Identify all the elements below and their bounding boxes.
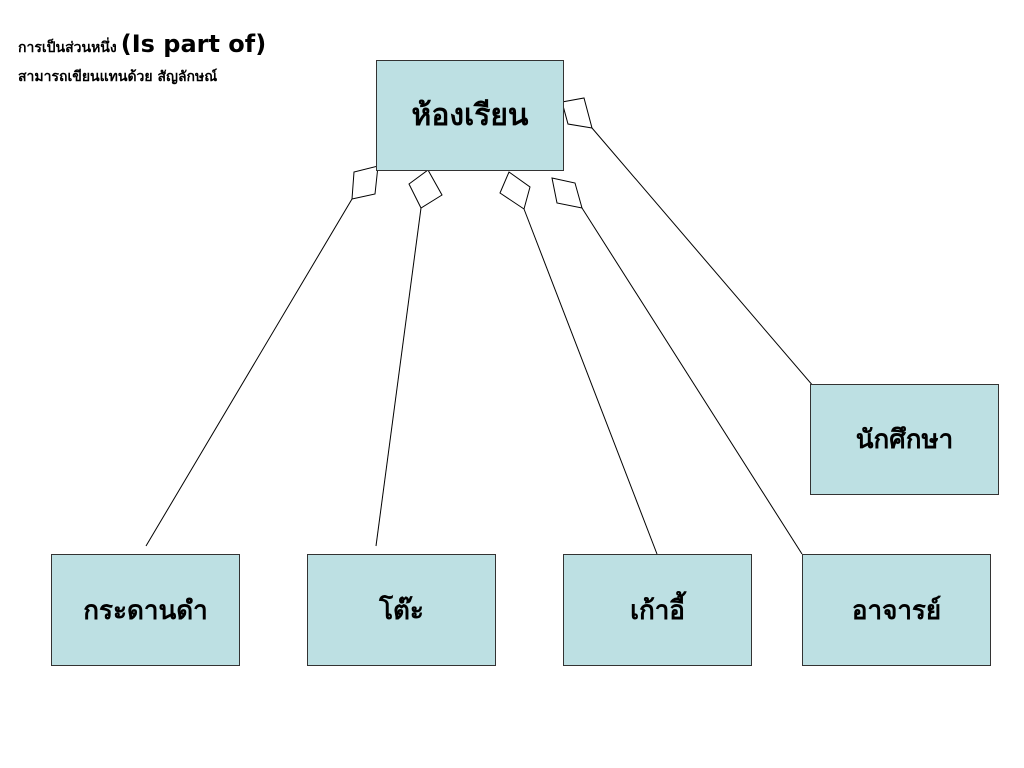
part-desk-box: โต๊ะ bbox=[307, 554, 496, 666]
part-blackboard-box: กระดานดำ bbox=[51, 554, 240, 666]
connector-line-board bbox=[145, 198, 353, 547]
connector-chair bbox=[499, 171, 658, 555]
heading-subtitle: สามารถเขียนแทนด้วย สัญลักษณ์ bbox=[18, 69, 218, 85]
connector-line-desk bbox=[375, 207, 422, 547]
connector-line-teacher bbox=[581, 207, 803, 555]
part-teacher-box: อาจารย์ bbox=[802, 554, 991, 666]
connector-teacher bbox=[551, 177, 803, 555]
whole-classroom-label: ห้องเรียน bbox=[411, 98, 529, 133]
aggregation-diamond-board bbox=[351, 165, 379, 200]
part-teacher-label: อาจารย์ bbox=[851, 595, 942, 626]
connector-student bbox=[561, 97, 821, 395]
connector-board bbox=[145, 165, 379, 547]
aggregation-diamond-teacher bbox=[551, 177, 583, 209]
connector-line-chair bbox=[523, 208, 658, 555]
heading-english-term: (Is part of) bbox=[120, 30, 267, 58]
connector-desk bbox=[375, 169, 443, 547]
part-student-label: นักศึกษา bbox=[855, 425, 954, 455]
part-chair-label: เก้าอี้ bbox=[630, 595, 685, 626]
aggregation-diamond-chair bbox=[499, 171, 531, 210]
aggregation-diamond-desk bbox=[408, 169, 443, 209]
part-chair-box: เก้าอี้ bbox=[563, 554, 752, 666]
heading-title: การเป็นส่วนหนึ่ง (Is part of) bbox=[18, 28, 398, 64]
part-student-box: นักศึกษา bbox=[810, 384, 999, 495]
connector-line-student bbox=[591, 127, 821, 395]
heading-thai-prefix: การเป็นส่วนหนึ่ง bbox=[18, 40, 117, 56]
whole-classroom-box: ห้องเรียน bbox=[376, 60, 564, 171]
aggregation-diamond-student bbox=[561, 97, 593, 129]
part-blackboard-label: กระดานดำ bbox=[83, 595, 208, 626]
heading: การเป็นส่วนหนึ่ง (Is part of) สามารถเขีย… bbox=[18, 28, 398, 88]
part-desk-label: โต๊ะ bbox=[379, 595, 424, 626]
